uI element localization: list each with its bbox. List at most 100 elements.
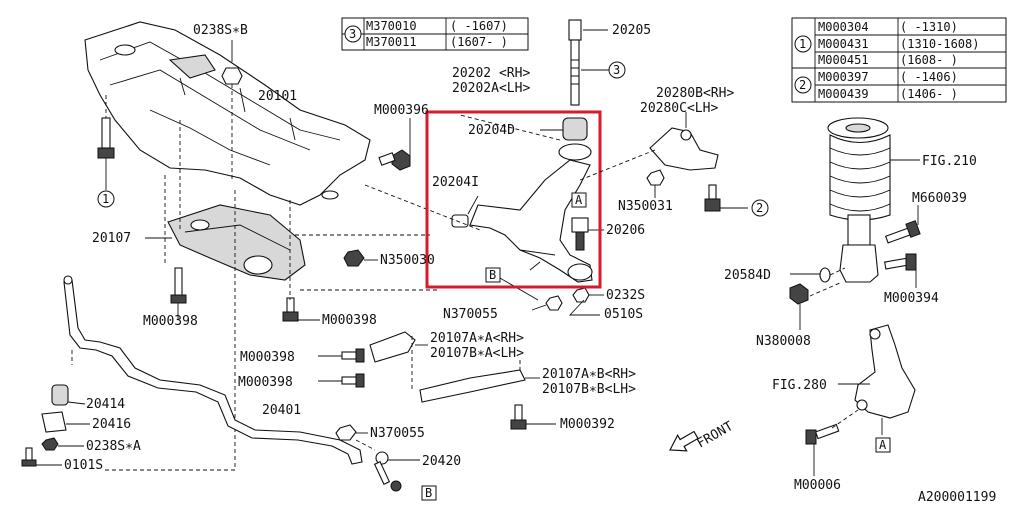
- label-20205: 20205: [612, 23, 651, 38]
- callout-1-bolt: 1: [102, 192, 109, 206]
- bolt-0101S[interactable]: [21, 447, 37, 467]
- label-n350031: N350031: [618, 199, 673, 214]
- washer-20584D[interactable]: [819, 267, 831, 283]
- bolt-m660039[interactable]: [884, 220, 921, 244]
- label-fig280: FIG.280: [772, 378, 827, 393]
- label-m000451: M000451: [818, 53, 869, 67]
- stabilizer-bar-20401[interactable]: [63, 275, 363, 465]
- label-20414: 20414: [86, 397, 125, 412]
- bolt-m00006[interactable]: [805, 423, 840, 445]
- nut-n350031[interactable]: [646, 169, 665, 186]
- label-diagram-id: A200001199: [918, 490, 996, 505]
- skid-plate-20107[interactable]: [167, 204, 306, 281]
- label-m000398-d: M000398: [238, 375, 293, 390]
- bolt-20280-bottom[interactable]: [704, 184, 721, 212]
- label-20420: 20420: [422, 454, 461, 469]
- bracket-20107AA[interactable]: [369, 331, 416, 363]
- bushing-20204I[interactable]: [451, 214, 469, 228]
- bolt-m000392[interactable]: [510, 404, 527, 430]
- bolt-m000398-mid[interactable]: [282, 297, 299, 322]
- label-20107bblh: 20107B∗B<LH>: [542, 382, 636, 397]
- callout-3-table: 3: [349, 27, 356, 41]
- label-m00006: M00006: [794, 478, 841, 493]
- nut-n370055-lower[interactable]: [335, 424, 357, 441]
- label-20401: 20401: [262, 403, 301, 418]
- stabilizer-link-20420[interactable]: [373, 451, 402, 492]
- table-m3700: [341, 17, 529, 51]
- label-20280brh: 20280B<RH>: [656, 86, 734, 101]
- crossmember-20101[interactable]: [84, 21, 371, 206]
- callout-circle-2-bracket: [751, 199, 769, 217]
- bolt-m000398-left[interactable]: [170, 267, 187, 304]
- tag-A-arm: [571, 192, 587, 208]
- bolt-m000398-lower[interactable]: [341, 373, 365, 388]
- bolt-m000394[interactable]: [884, 253, 917, 271]
- label-m000431: M000431: [818, 37, 869, 51]
- callout-circle-1-table: [794, 35, 812, 53]
- bolt-left[interactable]: [97, 117, 115, 159]
- callout-3-bolt: 3: [613, 63, 620, 77]
- label-m660039: M660039: [912, 191, 967, 206]
- callout-circle-1-bolt: [97, 190, 115, 208]
- callout-circle-3-table: [344, 25, 362, 43]
- label-front: FRONT: [695, 419, 737, 452]
- label-0238SA: 0238S∗A: [86, 439, 141, 454]
- label-0101s: 0101S: [64, 458, 103, 473]
- label-m370011: M370011: [366, 35, 417, 49]
- bolt-m000396[interactable]: [378, 149, 411, 171]
- label-m000431-range: (1310-1608): [900, 37, 979, 51]
- bolt-m000398-upper[interactable]: [341, 348, 365, 363]
- label-n370055-upper: N370055: [443, 307, 498, 322]
- label-m000396: M000396: [374, 103, 429, 118]
- label-20107balh: 20107B∗A<LH>: [430, 346, 524, 361]
- label-m000451-range: (1608- ): [900, 53, 958, 67]
- label-m000397-range: ( -1406): [900, 70, 958, 84]
- table-m000: [791, 17, 1007, 103]
- label-20204d: 20204D: [468, 123, 515, 138]
- label-20107aarh: 20107A∗A<RH>: [430, 331, 524, 346]
- label-20101: 20101: [258, 89, 297, 104]
- label-m000304: M000304: [818, 20, 869, 34]
- callout-1-table: 1: [799, 37, 806, 51]
- ball-joint-20206[interactable]: [571, 217, 589, 251]
- label-m000304-range: ( -1310): [900, 20, 958, 34]
- nut-n370055-upper[interactable]: [545, 295, 563, 311]
- tag-A-arm-text: A: [575, 193, 583, 207]
- nut-0238SA[interactable]: [41, 437, 59, 451]
- callout-2-table: 2: [799, 78, 806, 92]
- label-fig210: FIG.210: [922, 154, 977, 169]
- tag-A-knuckle-text: A: [879, 438, 887, 452]
- label-20202alh: 20202A<LH>: [452, 81, 530, 96]
- bracket-20107AB[interactable]: [419, 369, 526, 403]
- label-20206: 20206: [606, 223, 645, 238]
- label-20584d: 20584D: [724, 268, 771, 283]
- callout-circle-2-table: [794, 76, 812, 94]
- tag-B-link-text: B: [425, 486, 432, 500]
- label-n380008: N380008: [756, 334, 811, 349]
- nut-0238SB[interactable]: [221, 67, 243, 85]
- nut-n350030[interactable]: [343, 249, 365, 267]
- knuckle-fig280[interactable]: [854, 324, 916, 419]
- label-m370010-range: ( -1607): [450, 19, 508, 33]
- bracket-20416[interactable]: [41, 411, 67, 433]
- highlight-box: [425, 110, 602, 289]
- strut-fig210[interactable]: [827, 117, 891, 283]
- label-m000394: M000394: [884, 291, 939, 306]
- label-n350030: N350030: [380, 253, 435, 268]
- control-arm-20202[interactable]: [469, 143, 593, 283]
- label-20416: 20416: [92, 417, 131, 432]
- bracket-20280B[interactable]: [649, 127, 719, 171]
- label-m370011-range: (1607- ): [450, 35, 508, 49]
- tag-B-arm-text: B: [489, 268, 496, 282]
- label-n370055-lower: N370055: [370, 426, 425, 441]
- nut-n380008[interactable]: [789, 283, 809, 305]
- bolt-20205[interactable]: [568, 19, 582, 106]
- nut-0232S[interactable]: [572, 287, 590, 303]
- bushing-20204D[interactable]: [562, 117, 588, 141]
- label-m000439-range: (1406- ): [900, 87, 958, 101]
- label-0510s: 0510S: [604, 307, 643, 322]
- label-20280clh: 20280C<LH>: [640, 101, 718, 116]
- label-0232s: 0232S: [606, 288, 645, 303]
- bushing-20414[interactable]: [51, 384, 69, 406]
